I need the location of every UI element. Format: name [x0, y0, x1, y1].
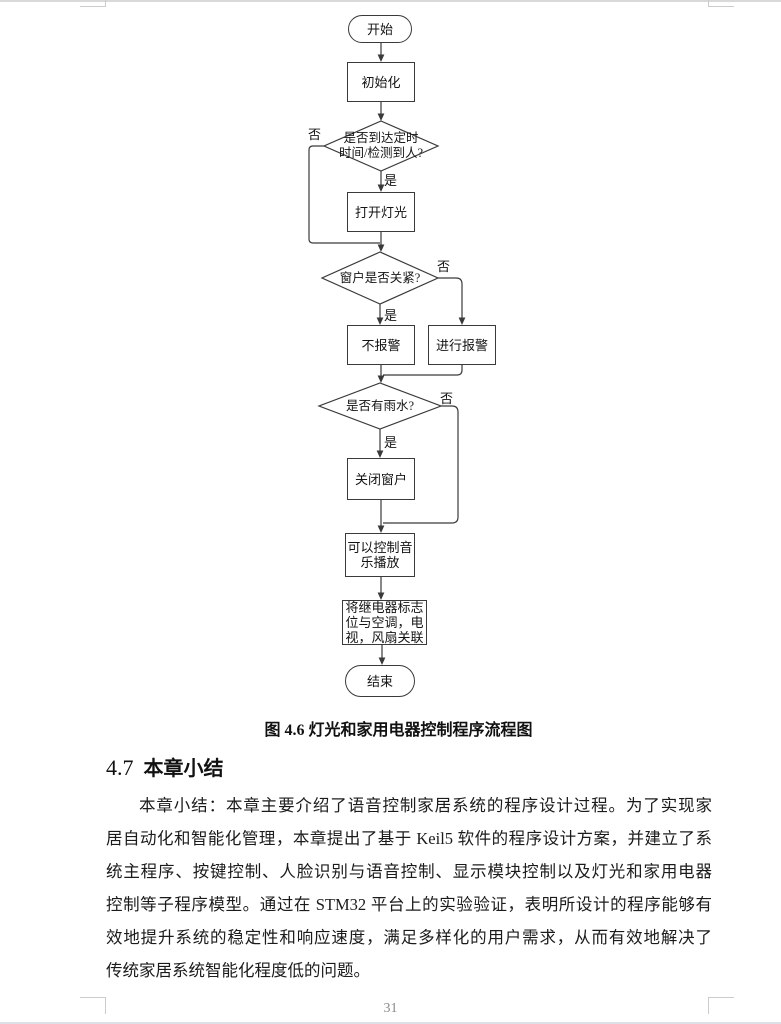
relay-line2: 位与空调，电 [345, 615, 424, 630]
paragraph-line: 控制等子程序模型。通过在 STM32 平台上的实验验证，表明所设计的程序能够有 [106, 895, 712, 914]
no-alarm-node: 不报警 [347, 325, 415, 365]
arrowhead [458, 317, 466, 325]
edge-window-alarm [438, 277, 463, 321]
crop-mark-top-right [708, 0, 734, 7]
flowchart-arrowheads [376, 54, 466, 665]
paragraph-line: 效地提升系统的稳定性和响应速度，满足多样化的用户需求，从而有效地解决了 [106, 928, 712, 947]
branch-label-yes-window: 是 [384, 308, 398, 323]
branch-label-yes-rain: 是 [384, 435, 398, 450]
body-paragraph: 本章小结：本章主要介绍了语音控制家居系统的程序设计过程。为了实现家 居自动化和智… [106, 789, 712, 987]
branch-label-no-window: 否 [437, 259, 451, 274]
edge-rain-no-bypass [383, 405, 459, 524]
edge-timer-no-loop [308, 145, 380, 244]
crop-mark-top-left [80, 0, 106, 7]
flowchart-edges [308, 43, 463, 661]
music-line2: 乐播放 [360, 555, 400, 570]
section-title: 本章小结 [143, 758, 224, 780]
paragraph-line: 本章小结：本章主要介绍了语音控制家居系统的程序设计过程。为了实现家 [139, 796, 712, 815]
paragraph-line: 传统家居系统智能化程度低的问题。 [106, 961, 370, 980]
arrowhead [377, 184, 385, 192]
branch-label-no-rain: 否 [440, 391, 454, 406]
no-alarm-label: 不报警 [361, 337, 401, 353]
edge-alarm-merge [383, 365, 463, 376]
figure-caption: 图 4.6 灯光和家用电器控制程序流程图 [264, 722, 533, 739]
relay-node: 将继电器标志 位与空调，电 视，风扇关联 [342, 600, 427, 645]
arrowhead [376, 317, 384, 325]
arrowhead [377, 113, 385, 121]
arrowhead [377, 525, 385, 533]
start-node-label: 开始 [366, 21, 393, 37]
paragraph-line: 居自动化和智能化管理，本章提出了基于 Keil5 软件的程序设计方案，并建立了系 [106, 829, 712, 848]
arrowhead [377, 375, 385, 383]
init-node-label: 初始化 [361, 74, 401, 90]
branch-label-yes-timer: 是 [384, 173, 398, 188]
alarm-node: 进行报警 [428, 325, 496, 365]
page-top-edge [0, 0, 781, 2]
open-light-label: 打开灯光 [354, 204, 407, 220]
flowchart-diamonds [317, 120, 443, 430]
arrowhead [377, 244, 385, 252]
end-node-label: 结束 [366, 673, 393, 689]
close-window-label: 关闭窗户 [354, 471, 407, 487]
flowchart-connectors [308, 43, 466, 665]
close-window-node: 关闭窗户 [347, 458, 415, 500]
end-node: 结束 [345, 665, 415, 697]
section-number: 4.7 [106, 755, 134, 780]
music-line1: 可以控制音 [347, 540, 413, 555]
branch-label-no-timer: 否 [308, 127, 322, 142]
decision-timer-shape [322, 120, 440, 172]
section-heading: 4.7 本章小结 [106, 752, 224, 781]
crop-mark-bottom-left [80, 997, 106, 1014]
page-bottom-edge [0, 1022, 781, 1024]
arrowhead [376, 450, 384, 458]
flowchart-figure: 开始 初始化 是否到达定时 时间/检测到人? 打开灯光 窗户是否关紧? 不报警 … [308, 15, 496, 697]
arrowhead [378, 657, 386, 665]
music-control-node: 可以控制音 乐播放 [345, 533, 415, 577]
page-number: 31 [383, 1001, 398, 1016]
relay-line3: 视，风扇关联 [345, 630, 424, 645]
decision-rain-shape [317, 382, 443, 430]
open-light-node: 打开灯光 [347, 192, 415, 232]
paragraph-line: 统主程序、按键控制、人脸识别与语音控制、显示模块控制以及灯光和家用电器 [106, 862, 712, 881]
crop-mark-bottom-right [708, 997, 734, 1014]
start-node: 开始 [348, 15, 412, 43]
arrowhead [377, 592, 385, 600]
arrowhead [377, 54, 385, 62]
init-node: 初始化 [347, 62, 415, 102]
alarm-label: 进行报警 [435, 337, 488, 353]
decision-window-shape [320, 251, 440, 305]
relay-line1: 将继电器标志 [345, 600, 424, 615]
